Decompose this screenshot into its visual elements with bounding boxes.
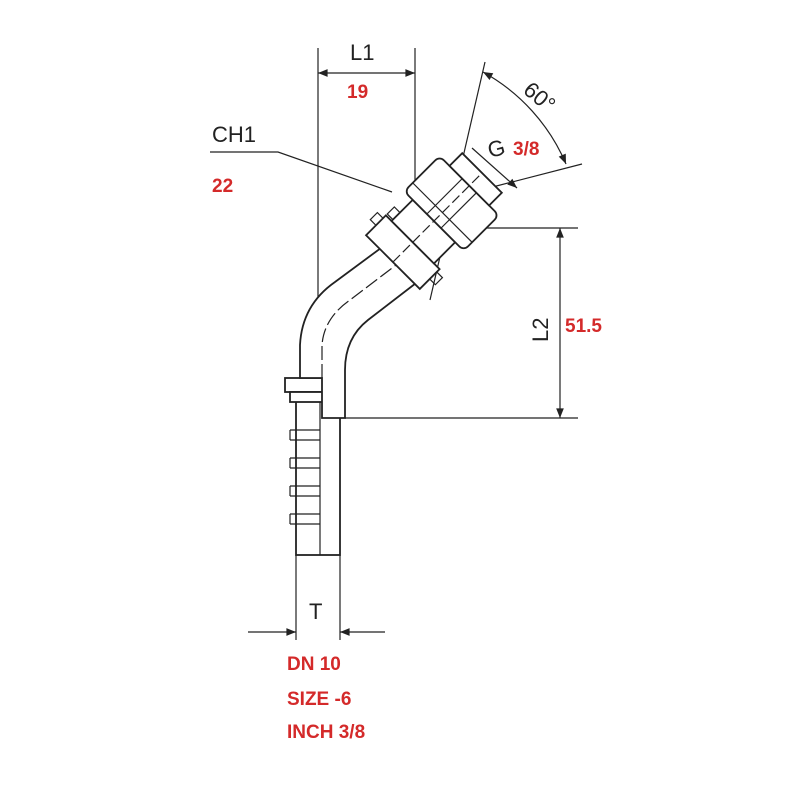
spec-inch: INCH 3/8 — [287, 722, 366, 743]
l1-value: 19 — [347, 82, 368, 103]
dimension-lines — [210, 69, 567, 636]
spec-dn: DN 10 — [287, 654, 341, 675]
ch1-value: 22 — [212, 176, 233, 197]
thread-value: 3/8 — [513, 139, 539, 160]
l2-value: 51.5 — [565, 316, 602, 337]
hose-fitting — [284, 151, 504, 556]
l2-label: L2 — [528, 318, 553, 342]
thread-label: G — [485, 134, 508, 163]
ch1-label: CH1 — [212, 122, 256, 147]
angle-label: 60° — [519, 77, 561, 118]
t-label: T — [309, 599, 322, 624]
spec-size: SIZE -6 — [287, 689, 352, 710]
l1-label: L1 — [350, 40, 374, 65]
